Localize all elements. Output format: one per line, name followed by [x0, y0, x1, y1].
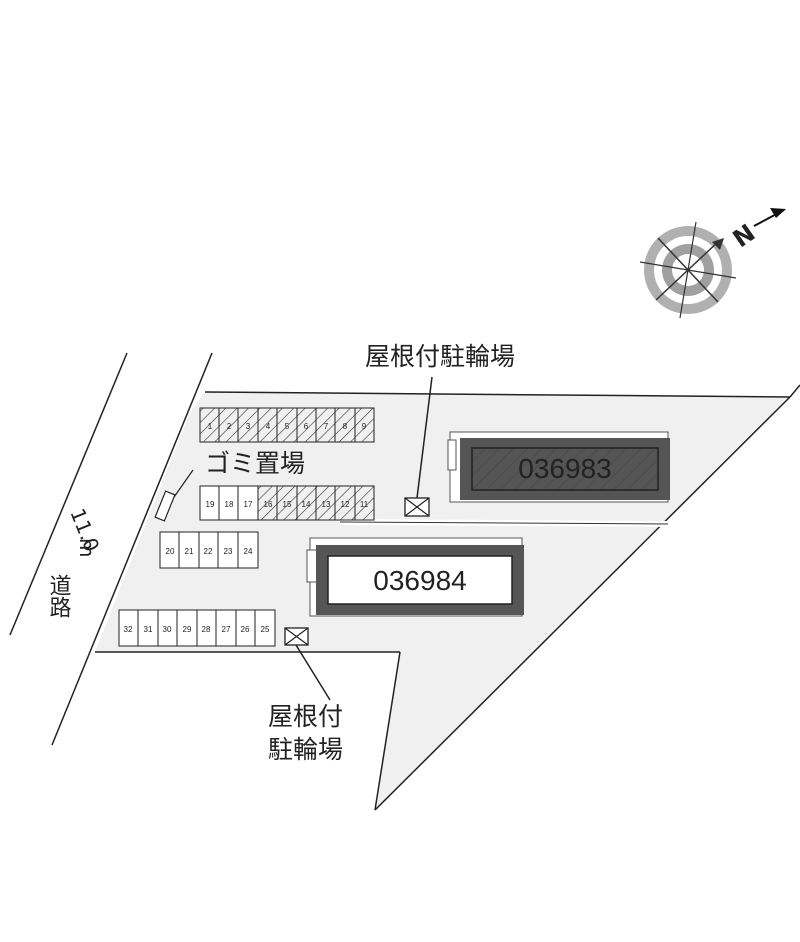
parking-space: 29	[183, 625, 192, 634]
parking-space: 21	[185, 547, 194, 556]
parking-space: 5	[285, 422, 290, 431]
building-036983-label: 036983	[518, 453, 611, 484]
parking-space: 3	[246, 422, 251, 431]
bike-parking-top-icon	[404, 497, 430, 517]
parking-space: 20	[166, 547, 175, 556]
garbage-label: ゴミ置場	[205, 449, 305, 478]
parking-space: 12	[341, 500, 350, 509]
parking-space: 2	[227, 422, 232, 431]
parking-space: 28	[202, 625, 211, 634]
compass: N	[639, 208, 786, 319]
parking-space: 1	[208, 422, 213, 431]
parking-space: 26	[241, 625, 250, 634]
parking-space: 27	[222, 625, 231, 634]
parking-row-4: 32 31 30 29 28 27 26 25	[118, 609, 276, 647]
parking-space: 7	[324, 422, 329, 431]
parking-space: 18	[225, 500, 234, 509]
parking-space: 16	[264, 500, 273, 509]
parking-space: 14	[302, 500, 311, 509]
parking-space: 23	[224, 547, 233, 556]
bike-parking-top-label: 屋根付駐輪場	[365, 342, 515, 371]
parking-space: 30	[163, 625, 172, 634]
road-unit-label: m	[75, 538, 99, 557]
garbage-area-icon	[154, 490, 176, 522]
road-name-label: 道路	[46, 574, 72, 618]
parking-row-2: 19 18 17 16 15 14 13 12 11	[199, 485, 375, 521]
bike-parking-bottom-label-line2: 駐輪場	[268, 735, 343, 764]
parking-space: 8	[343, 422, 348, 431]
building-036984-label: 036984	[373, 565, 466, 596]
bike-parking-bottom-icon	[284, 627, 309, 646]
parking-space: 4	[266, 422, 271, 431]
parking-row-3: 20 21 22 23 24	[159, 531, 259, 569]
north-arrow-icon	[712, 238, 724, 250]
parking-space: 32	[124, 625, 133, 634]
parking-space: 19	[206, 500, 215, 509]
north-label: N	[728, 219, 761, 253]
road-label: 11.0 m 道路	[46, 505, 105, 618]
parking-space: 6	[304, 422, 309, 431]
parking-space: 9	[362, 422, 367, 431]
parking-space: 17	[244, 500, 253, 509]
parking-space: 25	[261, 625, 270, 634]
parking-space: 11	[360, 500, 369, 509]
building-036983: 036983	[447, 431, 670, 503]
parking-row-1: 1 2 3 4 5 6 7 8 9	[199, 407, 375, 443]
parking-space: 31	[144, 625, 153, 634]
parking-space: 13	[322, 500, 331, 509]
parking-space: 15	[283, 500, 292, 509]
parking-space: 22	[204, 547, 213, 556]
building-036984: 036984	[306, 537, 524, 617]
road	[9, 352, 213, 746]
bike-parking-bottom-label-line1: 屋根付	[268, 702, 343, 731]
parking-space: 24	[244, 547, 253, 556]
